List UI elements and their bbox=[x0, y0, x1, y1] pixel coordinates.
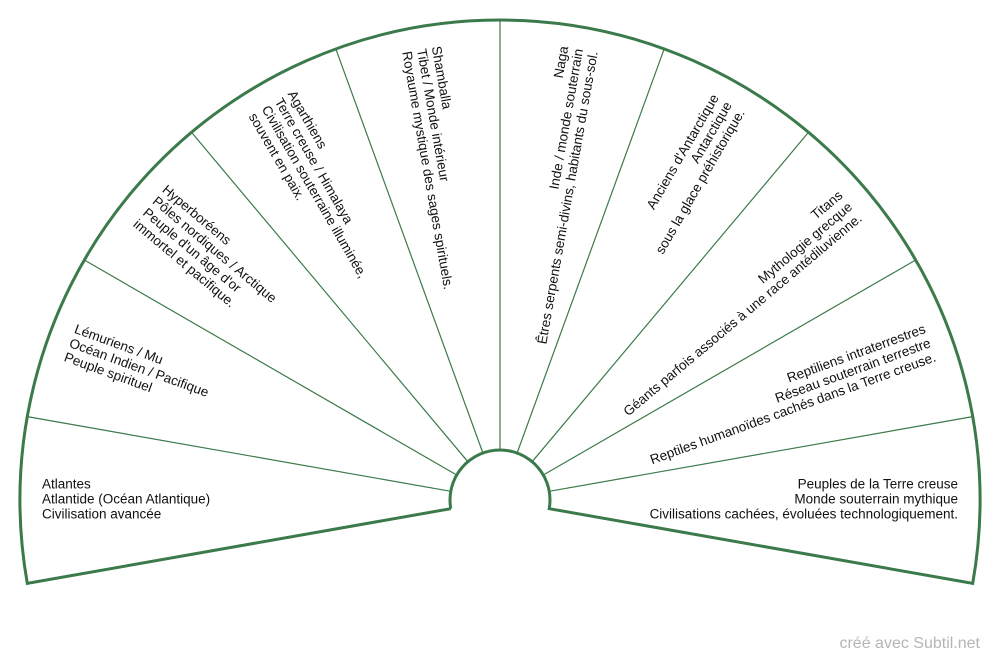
sector-label-line: Civilisations cachées, évoluées technolo… bbox=[650, 507, 958, 522]
credit-text: créé avec Subtil.net bbox=[839, 635, 980, 652]
sector-dividers bbox=[27, 20, 973, 492]
sector-divider bbox=[516, 48, 665, 454]
sector-divider bbox=[549, 416, 973, 492]
sector-label-line: Atlantes bbox=[42, 477, 91, 492]
sector-divider bbox=[191, 131, 469, 463]
sector-divider bbox=[84, 259, 457, 476]
sector-divider bbox=[335, 48, 484, 454]
sector-label-line: Naga bbox=[551, 44, 571, 79]
sector-divider bbox=[531, 131, 809, 463]
sector-label-line: Monde souterrain mythique bbox=[794, 492, 958, 507]
sector-label-line: Civilisation avancée bbox=[42, 507, 161, 522]
dial-outline bbox=[18, 18, 982, 586]
sector-divider bbox=[27, 416, 451, 492]
sector-label-line: Atlantide (Océan Atlantique) bbox=[42, 492, 210, 507]
sector-label-line: Peuples de la Terre creuse bbox=[798, 477, 958, 492]
sector-divider bbox=[543, 259, 916, 476]
